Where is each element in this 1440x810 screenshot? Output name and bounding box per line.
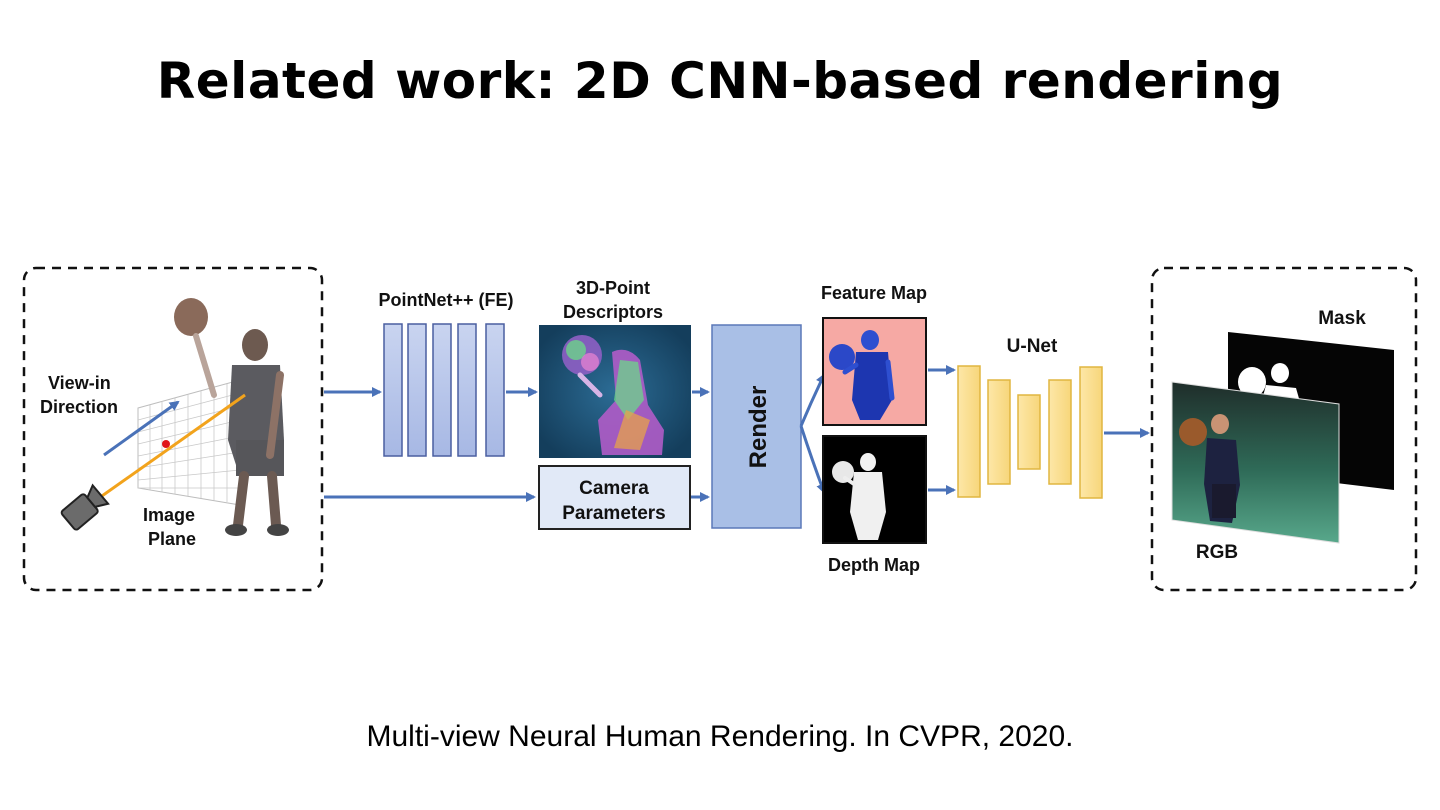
camera-parameters-block: Camera Parameters [538, 465, 691, 530]
rgb-label: RGB [1196, 542, 1238, 563]
feature-map-block: Feature Map [821, 283, 927, 426]
output-panel-border [1150, 266, 1418, 592]
camera-parameters-label-2: Parameters [562, 503, 666, 524]
camera-ray [91, 393, 246, 505]
input-panel: View-in Direction Image Plane [22, 266, 324, 592]
descriptors-label-1: 3D-Point [576, 278, 650, 298]
depth-map-label: Depth Map [828, 555, 920, 575]
rgb-image [1171, 381, 1340, 544]
unet-block: U-Net [957, 336, 1103, 499]
arrow-render-to-feature [799, 373, 826, 427]
depth-map-block: Depth Map [822, 435, 927, 575]
camera-icon [60, 483, 110, 531]
image-plane-grid [137, 379, 241, 506]
view-in-direction-label-2: Direction [40, 397, 118, 417]
image-plane-label-1: Image [143, 505, 195, 525]
citation-text: Multi-view Neural Human Rendering. In CV… [366, 720, 1074, 753]
arrow-render-to-depth [799, 425, 826, 494]
render-block: Render [711, 324, 802, 529]
view-in-direction-label-1: View-in [48, 373, 111, 393]
input-panel-border [22, 266, 324, 592]
mask-label: Mask [1318, 308, 1366, 329]
ray-intersection-dot [162, 440, 170, 448]
descriptors-block: 3D-Point Descriptors [539, 278, 691, 458]
view-direction-arrow [103, 400, 180, 457]
feature-map-label: Feature Map [821, 283, 927, 303]
slide-title: Related work: 2D CNN-based rendering [156, 52, 1284, 110]
pointnet-label: PointNet++ (FE) [378, 290, 513, 310]
render-label: Render [745, 386, 772, 469]
descriptors-label-2: Descriptors [563, 302, 663, 322]
pointnet-block: PointNet++ (FE) [378, 290, 514, 457]
image-plane-label-2: Plane [148, 529, 196, 549]
player-figure [174, 298, 289, 536]
camera-parameters-label-1: Camera [579, 478, 649, 499]
unet-label: U-Net [1007, 336, 1058, 357]
output-panel: Mask RGB [1150, 266, 1418, 592]
